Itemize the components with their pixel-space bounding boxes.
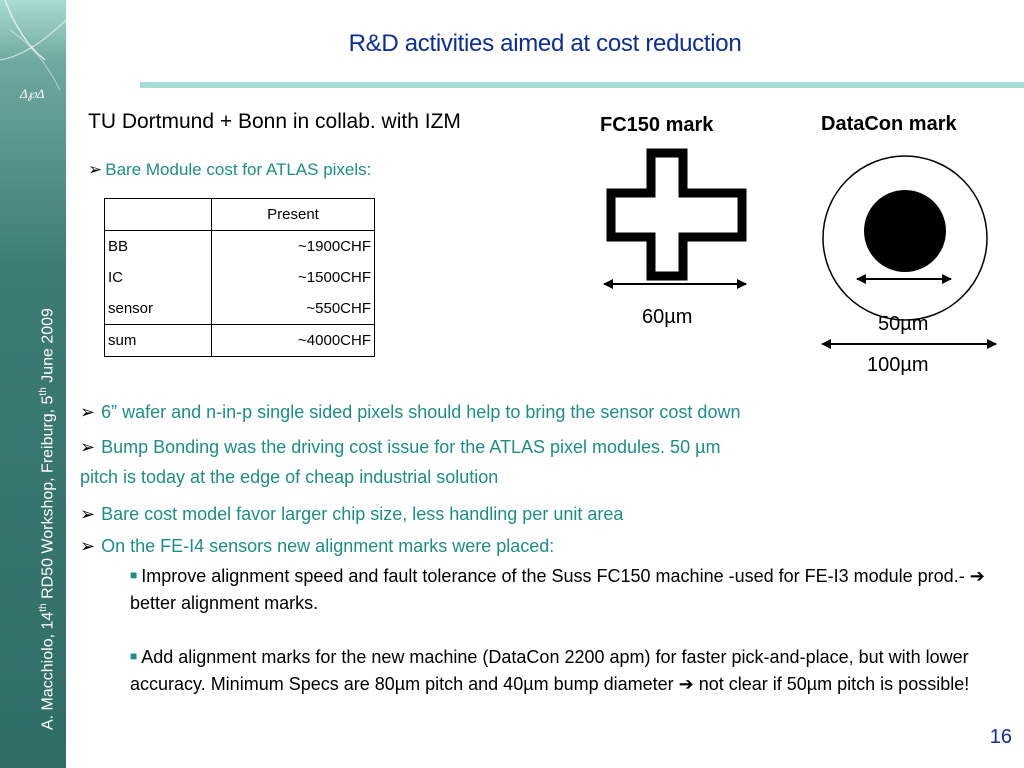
table-cell: IC xyxy=(104,262,212,293)
table-cell: ~4000CHF xyxy=(211,324,375,357)
table-header-row: Present xyxy=(104,198,375,231)
right-arrow-icon: ➔ xyxy=(969,566,985,586)
table-cell: ~1900CHF xyxy=(211,230,375,262)
bullet-fe-i4: ➢On the FE-I4 sensors new alignment mark… xyxy=(80,536,555,556)
arrow-bullet-icon: ➢ xyxy=(80,536,96,556)
fc150-dimension-label: 60µm xyxy=(642,306,693,328)
datacon-mark-title: DataCon mark xyxy=(821,113,957,135)
datacon-inner-dot xyxy=(864,190,946,272)
table-row: IC ~1500CHF xyxy=(104,262,375,293)
square-bullet-icon: ■ xyxy=(130,649,138,663)
table-row: sensor ~550CHF xyxy=(104,293,375,325)
table-header-cell: Present xyxy=(211,198,375,231)
title-divider xyxy=(140,82,1024,88)
bullet-bump-bonding: ➢Bump Bonding was the driving cost issue… xyxy=(80,437,721,457)
table-cell: BB xyxy=(104,230,212,262)
table-row: BB ~1900CHF xyxy=(104,230,375,262)
right-arrow-icon: ➔ xyxy=(678,674,694,694)
bullet-bare-cost: ➢Bare cost model favor larger chip size,… xyxy=(80,504,624,524)
table-cell: ~1500CHF xyxy=(211,262,375,293)
sub-bullet-datacon: ■Add alignment marks for the new machine… xyxy=(130,647,970,694)
sub-bullet-suss: ■Improve alignment speed and fault toler… xyxy=(130,566,985,613)
fc150-cross-mark xyxy=(606,148,747,281)
table-header-cell xyxy=(104,198,212,231)
arrow-bullet-icon: ➢ xyxy=(80,437,96,457)
slide-title: R&D activities aimed at cost reduction xyxy=(348,30,742,57)
arrow-bullet-icon: ➢ xyxy=(80,402,96,422)
square-bullet-icon: ■ xyxy=(130,568,138,582)
arrow-bullet-icon: ➢ xyxy=(88,160,103,179)
bullet-wafer: ➢6” wafer and n-in-p single sided pixels… xyxy=(80,402,741,422)
datacon-inner-dimension-label: 50µm xyxy=(878,313,929,335)
datacon-outer-dimension-label: 100µm xyxy=(867,354,929,376)
fc150-mark-title: FC150 mark xyxy=(600,114,714,136)
arrow-bullet-icon: ➢ xyxy=(80,504,96,524)
sidebar: Δ℘Δ A. Macchiolo, 14th RD50 Workshop, Fr… xyxy=(0,0,66,768)
page-number: 16 xyxy=(989,726,1012,748)
bare-module-heading: ➢Bare Module cost for ATLAS pixels: xyxy=(88,160,372,179)
table-row: sum ~4000CHF xyxy=(104,324,375,357)
table-cell: sensor xyxy=(104,293,212,325)
table-cell: ~550CHF xyxy=(211,293,375,325)
workshop-logo: Δ℘Δ xyxy=(0,0,66,101)
table-cell: sum xyxy=(104,324,212,357)
slide-subtitle: TU Dortmund + Bonn in collab. with IZM xyxy=(88,110,461,133)
cost-table: Present BB ~1900CHF IC ~1500CHF sensor ~… xyxy=(104,198,375,357)
svg-text:Δ℘Δ: Δ℘Δ xyxy=(19,86,45,101)
bullet-bump-bonding-cont: pitch is today at the edge of cheap indu… xyxy=(80,467,499,487)
datacon-outer-circle xyxy=(822,155,988,321)
